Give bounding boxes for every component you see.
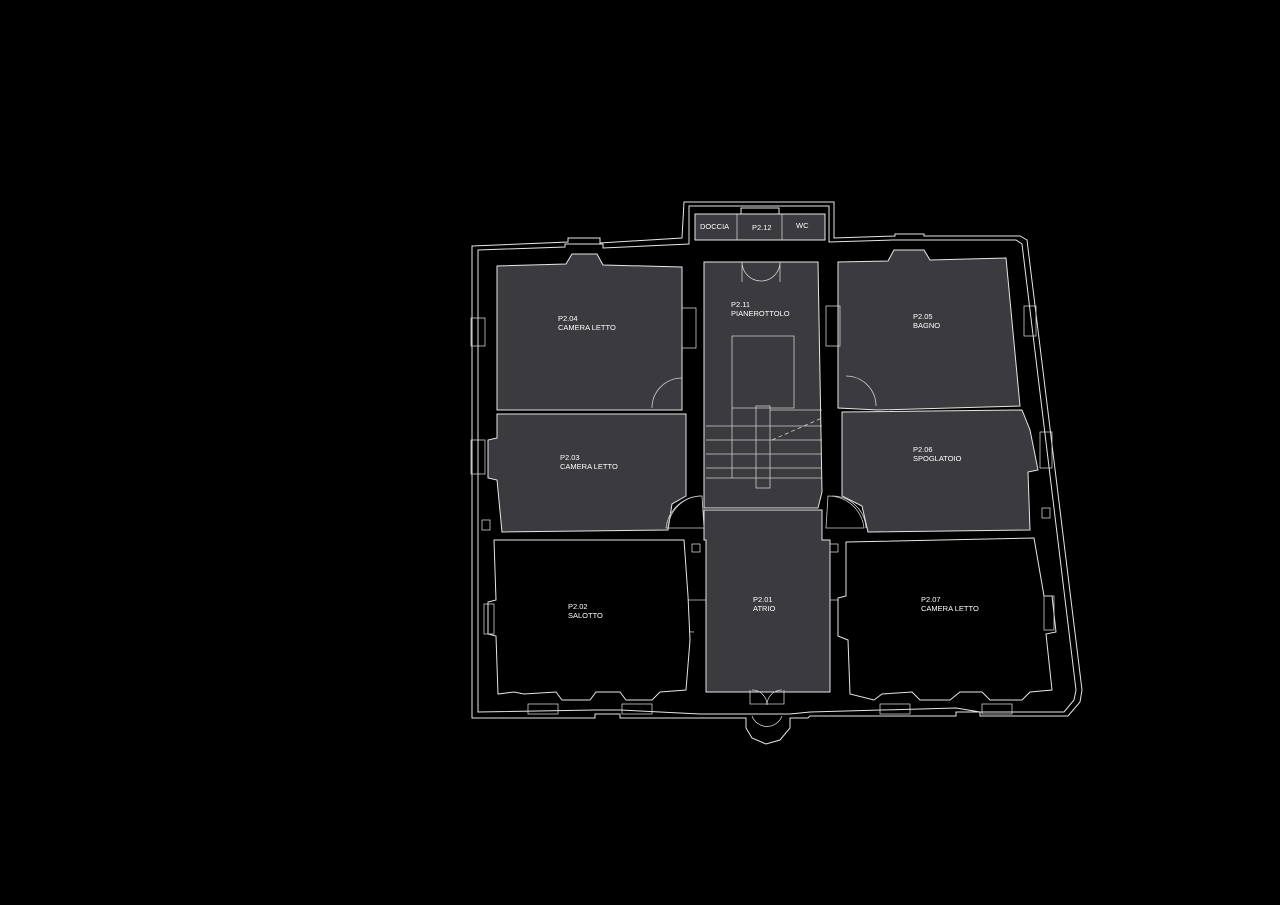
room-p2-04 [470, 253, 697, 411]
outer-walls [471, 201, 1083, 745]
entrance-door [749, 689, 785, 706]
doccia-label: DOCCIA [700, 222, 729, 231]
staircase [706, 405, 823, 489]
room-p2-05 [825, 249, 1037, 411]
room-code-p2-07: P2.07 [921, 595, 941, 604]
room-name-p2-01: ATRIO [753, 604, 776, 613]
room-name-p2-07: CAMERA LETTO [921, 604, 979, 613]
wc-label: WC [796, 221, 809, 230]
room-code-p2-12: P2.12 [752, 223, 772, 232]
room-name-p2-05: BAGNO [913, 321, 940, 330]
room-name-p2-06: SPOGLATOIO [913, 454, 962, 463]
room-code-p2-04: P2.04 [558, 314, 578, 323]
room-code-p2-03: P2.03 [560, 453, 580, 462]
room-code-p2-02: P2.02 [568, 602, 588, 611]
room-p2-01 [661, 495, 871, 706]
room-p2-02 [483, 539, 691, 701]
room-name-p2-03: CAMERA LETTO [560, 462, 618, 471]
room-p2-06 [831, 409, 1053, 533]
room-p2-07 [837, 537, 1057, 701]
landing-door [741, 261, 781, 282]
room-code-p2-06: P2.06 [913, 445, 933, 454]
room-code-p2-01: P2.01 [753, 595, 773, 604]
room-name-p2-04: CAMERA LETTO [558, 323, 616, 332]
room-name-p2-02: SALOTTO [568, 611, 603, 620]
bathroom-block [694, 207, 826, 241]
room-code-p2-11: P2.11 [731, 300, 750, 309]
room-p2-03 [470, 413, 703, 533]
landing-room [703, 261, 823, 509]
room-name-p2-11: PIANEROTTOLO [731, 309, 790, 318]
facade-details [527, 703, 1013, 727]
bathroom-area [694, 213, 826, 241]
room-code-p2-05: P2.05 [913, 312, 933, 321]
